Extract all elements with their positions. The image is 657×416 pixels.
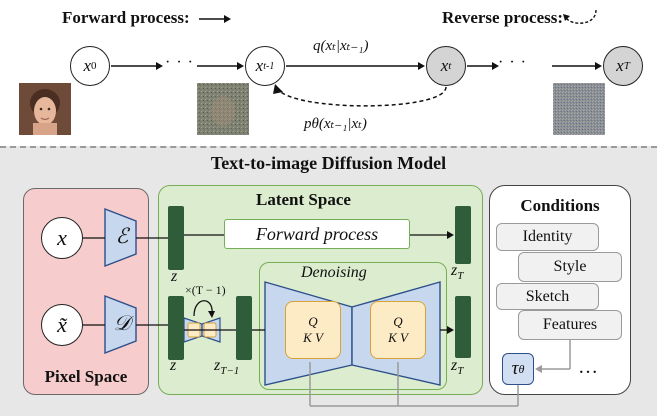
condition-sketch: Sketch (496, 283, 599, 310)
reverse-process-label: Reverse process: (442, 8, 564, 27)
zT-label-bottom: zT (451, 357, 464, 378)
latent-z-bar-top (168, 206, 184, 270)
encoder-label: ℰ (115, 224, 129, 248)
face-image (19, 83, 71, 135)
ellipsis-1: · · · (165, 54, 194, 71)
condition-style: Style (518, 252, 622, 282)
conditions-label: Conditions (520, 196, 600, 215)
latent-z-bar-bottom (168, 296, 184, 360)
reverse-arrow-icon (563, 9, 597, 24)
p-theta-label: pθ(xₜ₋₁|xₜ) (304, 116, 367, 132)
condition-identity: Identity (496, 223, 599, 251)
conditions-ellipsis: … (578, 356, 598, 378)
denoising-label: Denoising (301, 264, 367, 281)
forward-process-box: Forward process (224, 219, 410, 249)
ellipsis-2: · · · (498, 54, 527, 71)
forward-arrow-icon (199, 15, 231, 23)
decoder-label: 𝒟 (113, 311, 131, 335)
pure-noise-image (553, 83, 605, 135)
zT-label-top: zT (451, 262, 464, 283)
model-title: Text-to-image Diffusion Model (210, 153, 447, 173)
q-label: q(xₜ|xₜ₋₁) (313, 38, 369, 54)
latent-zT-bar-top (455, 206, 471, 264)
latent-zT-bar-bottom (455, 296, 471, 358)
latent-zT-1-bar (236, 296, 252, 360)
z-label-bottom: z (170, 357, 177, 374)
condition-features: Features (518, 310, 622, 340)
output-x-tilde-node: x̃ (41, 304, 83, 346)
input-x-node: x (41, 217, 83, 259)
process-arrows (111, 62, 602, 107)
loop-count-label: ×(T − 1) (185, 283, 226, 297)
pixel-space-label: Pixel Space (44, 367, 128, 386)
latent-space-label: Latent Space (256, 190, 351, 209)
forward-process-label: Forward process: (62, 8, 190, 27)
zT-1-label: zT−1 (214, 357, 240, 378)
noisy-face-image (197, 83, 249, 135)
z-label-top: z (171, 268, 178, 285)
